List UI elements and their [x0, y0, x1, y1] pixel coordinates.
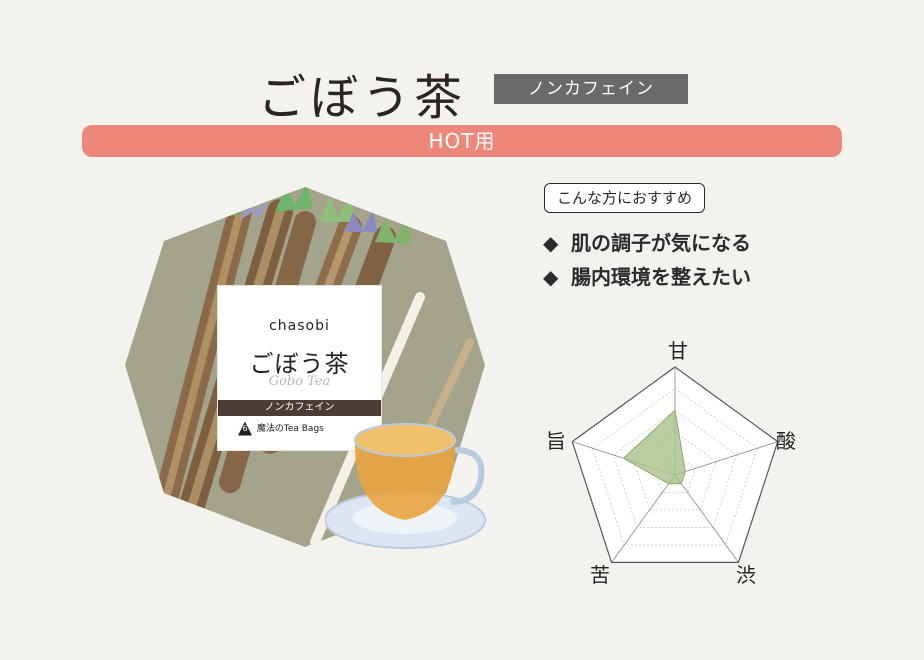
radar-spoke [674, 474, 739, 563]
bag-text: 魔法のTea Bags [256, 424, 324, 434]
tea-package: chasobi ごぼう茶 Gobo Tea ノンカフェイン 6 魔法のTea B… [218, 286, 381, 450]
package-strip: ノンカフェイン [218, 400, 381, 416]
recommend-item: 腸内環境を整えたい [571, 265, 751, 289]
diamond-bullet-icon: ◆ [543, 231, 559, 255]
axis-label-bitter: 苦 [590, 563, 610, 587]
brand-logo: chasobi [269, 318, 330, 334]
radar-data-area [622, 409, 686, 485]
axis-label-umami: 旨 [546, 429, 566, 453]
diamond-bullet-icon: ◆ [543, 265, 559, 289]
page-title: ごぼう茶 [258, 70, 467, 126]
radar-spoke [674, 441, 778, 476]
radar-grid-ring [592, 388, 758, 546]
tea-bags-label: 6 魔法のTea Bags [238, 421, 324, 436]
taste-radar-chart: 甘 酸 渋 苦 旨 [540, 335, 820, 585]
axis-label-sweet: 甘 [668, 339, 688, 363]
non-caffeine-badge: ノンカフェイン [494, 74, 688, 104]
list-item: ◆ 腸内環境を整えたい [543, 260, 751, 294]
package-subtitle: Gobo Tea [268, 374, 331, 389]
list-item: ◆ 肌の調子が気になる [543, 226, 751, 260]
radar-svg [571, 366, 779, 563]
package-title: ごぼう茶 [249, 350, 350, 378]
tea-cup-illustration [325, 423, 486, 549]
axis-label-astringent: 渋 [736, 563, 756, 587]
axis-label-sour: 酸 [776, 429, 796, 453]
recommend-item: 肌の調子が気になる [571, 231, 751, 255]
radar-grid-ring [612, 409, 738, 528]
recommend-label: こんな方におすすめ [544, 183, 706, 213]
recommend-list: ◆ 肌の調子が気になる ◆ 腸内環境を整えたい [543, 226, 751, 294]
radar-spoke [611, 474, 676, 563]
hot-use-banner: HOT用 [82, 125, 842, 157]
bag-count: 6 [238, 421, 252, 436]
